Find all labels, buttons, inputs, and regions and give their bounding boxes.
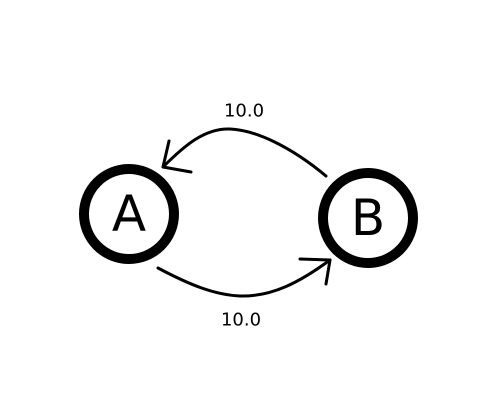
edge-b-to-a-label: 10.0 (224, 101, 264, 122)
edge-b-to-a-arrowhead-icon (161, 139, 193, 174)
edge-a-to-b: 10.0 (156, 257, 332, 331)
node-a-label: A (112, 185, 146, 243)
node-a: A (79, 164, 179, 264)
node-b-circle (318, 168, 418, 268)
edge-b-to-a-arc (161, 127, 328, 178)
node-b-label: B (351, 189, 385, 247)
node-b: B (318, 168, 418, 268)
edge-a-to-b-arc (156, 258, 332, 298)
node-a-circle (79, 164, 179, 264)
edge-a-to-b-arrowhead-icon (298, 257, 332, 286)
edge-b-to-a: 10.0 (161, 101, 328, 178)
edge-a-to-b-label: 10.0 (221, 310, 261, 331)
